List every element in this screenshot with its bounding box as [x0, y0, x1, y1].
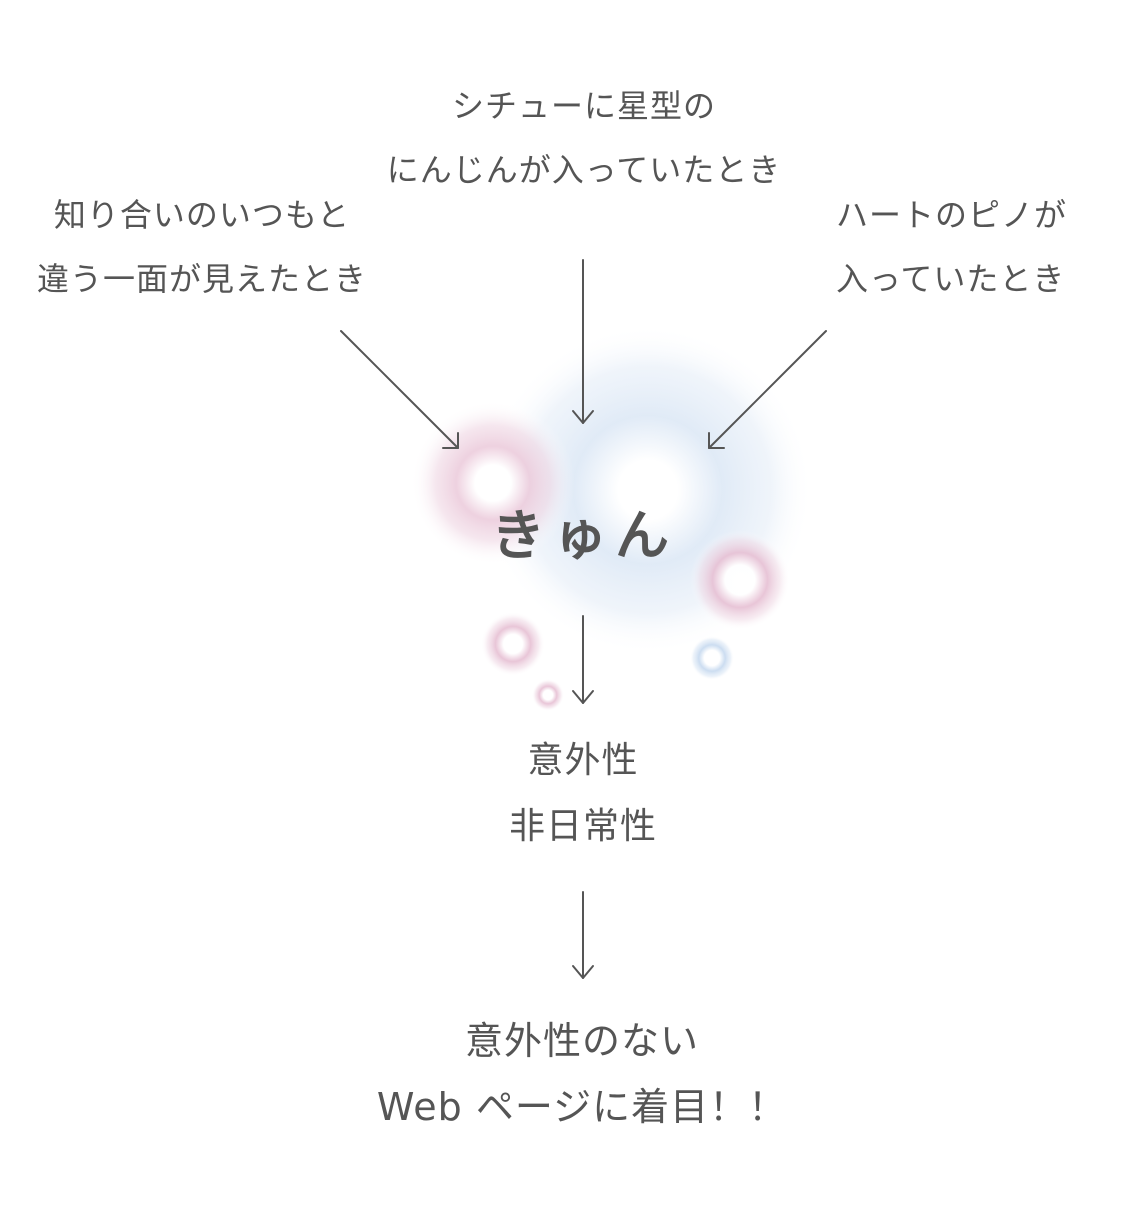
- glow-pink-right: [690, 530, 790, 630]
- glow-pink-tiny: [532, 679, 564, 711]
- left-cause-line-1: 知り合いのいつもと: [53, 196, 351, 234]
- top-cause-line-2: にんじんが入っていたとき: [386, 151, 782, 189]
- glow-pink-small: [481, 612, 545, 676]
- top-cause-label: シチューに星型の にんじんが入っていたとき: [0, 74, 1128, 202]
- center-word: きゅん: [491, 504, 677, 567]
- right-cause-line-2: 入っていたとき: [836, 260, 1066, 298]
- left-cause-label: 知り合いのいつもと 違う一面が見えたとき: [0, 183, 404, 311]
- top-cause-line-1: シチューに星型の: [451, 87, 716, 125]
- conclusion-label: 意外性のない Web ページに着目！！: [0, 1008, 1128, 1140]
- right-cause-line-1: ハートのピノが: [836, 196, 1068, 234]
- arrow-top-to-center: [572, 259, 594, 424]
- glow-blue-small: [690, 636, 734, 680]
- conclusion-line-1: 意外性のない: [464, 1019, 699, 1063]
- arrow-right-to-center: [708, 330, 827, 449]
- left-cause-line-2: 違う一面が見えたとき: [36, 260, 367, 298]
- arrow-result-to-conclusion: [572, 891, 594, 979]
- result-label: 意外性 非日常性: [0, 728, 1128, 860]
- right-cause-label: ハートのピノが 入っていたとき: [836, 183, 1067, 311]
- result-line-1: 意外性: [527, 740, 639, 781]
- result-line-2: 非日常性: [508, 806, 657, 847]
- conclusion-line-2: Web ページに着目！！: [376, 1085, 788, 1129]
- arrow-left-to-center: [340, 330, 459, 449]
- arrow-center-to-result: [572, 615, 594, 704]
